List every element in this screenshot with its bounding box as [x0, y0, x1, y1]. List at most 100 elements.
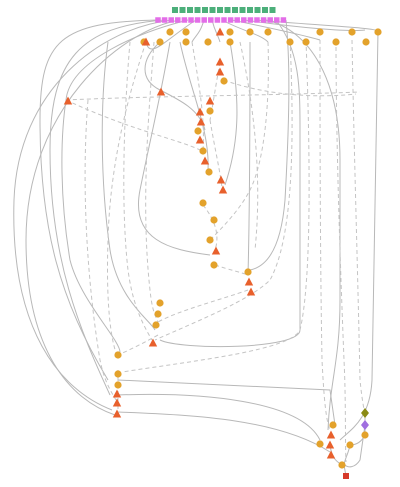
start-node[interactable]: [269, 7, 276, 13]
tool-node[interactable]: [325, 440, 335, 449]
start-node[interactable]: [254, 7, 261, 13]
step-node[interactable]: [166, 28, 174, 36]
step-node[interactable]: [210, 216, 218, 224]
input-node[interactable]: [247, 17, 254, 23]
input-node[interactable]: [201, 17, 207, 23]
input-node[interactable]: [194, 17, 201, 23]
tool-node[interactable]: [200, 156, 210, 165]
input-node[interactable]: [274, 17, 280, 23]
step-node[interactable]: [264, 28, 272, 36]
input-node[interactable]: [241, 17, 247, 23]
start-node[interactable]: [224, 7, 231, 13]
input-node[interactable]: [168, 17, 174, 23]
tool-node[interactable]: [246, 287, 256, 296]
start-node[interactable]: [217, 7, 223, 13]
input-node[interactable]: [214, 17, 221, 23]
output-node[interactable]: [361, 420, 369, 430]
end-node[interactable]: [343, 473, 349, 479]
step-node[interactable]: [220, 77, 228, 85]
step-node[interactable]: [362, 38, 370, 46]
tool-node[interactable]: [326, 450, 336, 459]
step-node[interactable]: [156, 299, 164, 307]
step-node[interactable]: [302, 38, 310, 46]
tool-node[interactable]: [218, 185, 228, 194]
input-node[interactable]: [188, 17, 194, 23]
step-node[interactable]: [154, 310, 162, 318]
tool-node[interactable]: [215, 57, 225, 66]
step-node[interactable]: [114, 381, 122, 389]
tool-node[interactable]: [112, 409, 122, 418]
step-node[interactable]: [199, 147, 207, 155]
step-node[interactable]: [152, 321, 160, 329]
step-node[interactable]: [316, 28, 324, 36]
tool-node[interactable]: [148, 338, 158, 347]
input-node[interactable]: [280, 17, 287, 23]
step-node[interactable]: [244, 268, 252, 276]
tool-node[interactable]: [211, 246, 221, 255]
graph-edge: [191, 19, 205, 43]
step-node[interactable]: [226, 38, 234, 46]
step-node[interactable]: [374, 28, 382, 36]
output-node[interactable]: [361, 408, 369, 418]
start-node[interactable]: [194, 7, 201, 13]
step-node[interactable]: [204, 38, 212, 46]
step-node[interactable]: [286, 38, 294, 46]
step-node[interactable]: [194, 127, 202, 135]
graph-edge: [351, 39, 366, 414]
tool-node[interactable]: [215, 67, 225, 76]
step-node[interactable]: [182, 38, 190, 46]
step-node[interactable]: [156, 38, 164, 46]
input-node[interactable]: [221, 17, 227, 23]
input-node[interactable]: [267, 17, 273, 23]
step-node[interactable]: [114, 351, 122, 359]
start-node[interactable]: [179, 7, 186, 13]
input-node[interactable]: [175, 17, 181, 23]
step-node[interactable]: [348, 28, 356, 36]
tool-node[interactable]: [112, 389, 122, 398]
tool-node[interactable]: [156, 87, 166, 96]
input-node[interactable]: [234, 17, 240, 23]
tool-node[interactable]: [141, 37, 151, 46]
start-node[interactable]: [262, 7, 268, 13]
tool-node[interactable]: [112, 398, 122, 407]
step-node[interactable]: [182, 28, 190, 36]
input-node[interactable]: [161, 17, 168, 23]
tool-node[interactable]: [215, 27, 225, 36]
start-node[interactable]: [232, 7, 238, 13]
start-node[interactable]: [202, 7, 208, 13]
start-node[interactable]: [239, 7, 246, 13]
input-node[interactable]: [181, 17, 188, 23]
step-node[interactable]: [329, 421, 337, 429]
input-node[interactable]: [208, 17, 214, 23]
step-node[interactable]: [210, 261, 218, 269]
step-node[interactable]: [206, 107, 214, 115]
graph-edge: [209, 41, 269, 241]
step-node[interactable]: [346, 441, 354, 449]
input-node[interactable]: [155, 17, 161, 23]
step-node[interactable]: [114, 370, 122, 378]
step-node[interactable]: [361, 431, 369, 439]
tool-node[interactable]: [205, 96, 215, 105]
tool-node[interactable]: [195, 135, 205, 144]
step-node[interactable]: [206, 236, 214, 244]
tool-node[interactable]: [63, 96, 73, 105]
input-node[interactable]: [254, 17, 260, 23]
step-node[interactable]: [338, 461, 346, 469]
tool-node[interactable]: [196, 117, 206, 126]
start-node[interactable]: [209, 7, 216, 13]
input-node[interactable]: [260, 17, 267, 23]
step-node[interactable]: [246, 28, 254, 36]
start-node[interactable]: [172, 7, 178, 13]
step-node[interactable]: [226, 28, 234, 36]
step-node[interactable]: [316, 440, 324, 448]
tool-node[interactable]: [216, 175, 226, 184]
start-node[interactable]: [187, 7, 193, 13]
step-node[interactable]: [205, 168, 213, 176]
tool-node[interactable]: [244, 277, 254, 286]
tool-node[interactable]: [326, 430, 336, 439]
step-node[interactable]: [199, 199, 207, 207]
step-node[interactable]: [332, 38, 340, 46]
tool-node[interactable]: [195, 107, 205, 116]
input-node[interactable]: [227, 17, 234, 23]
start-node[interactable]: [247, 7, 253, 13]
